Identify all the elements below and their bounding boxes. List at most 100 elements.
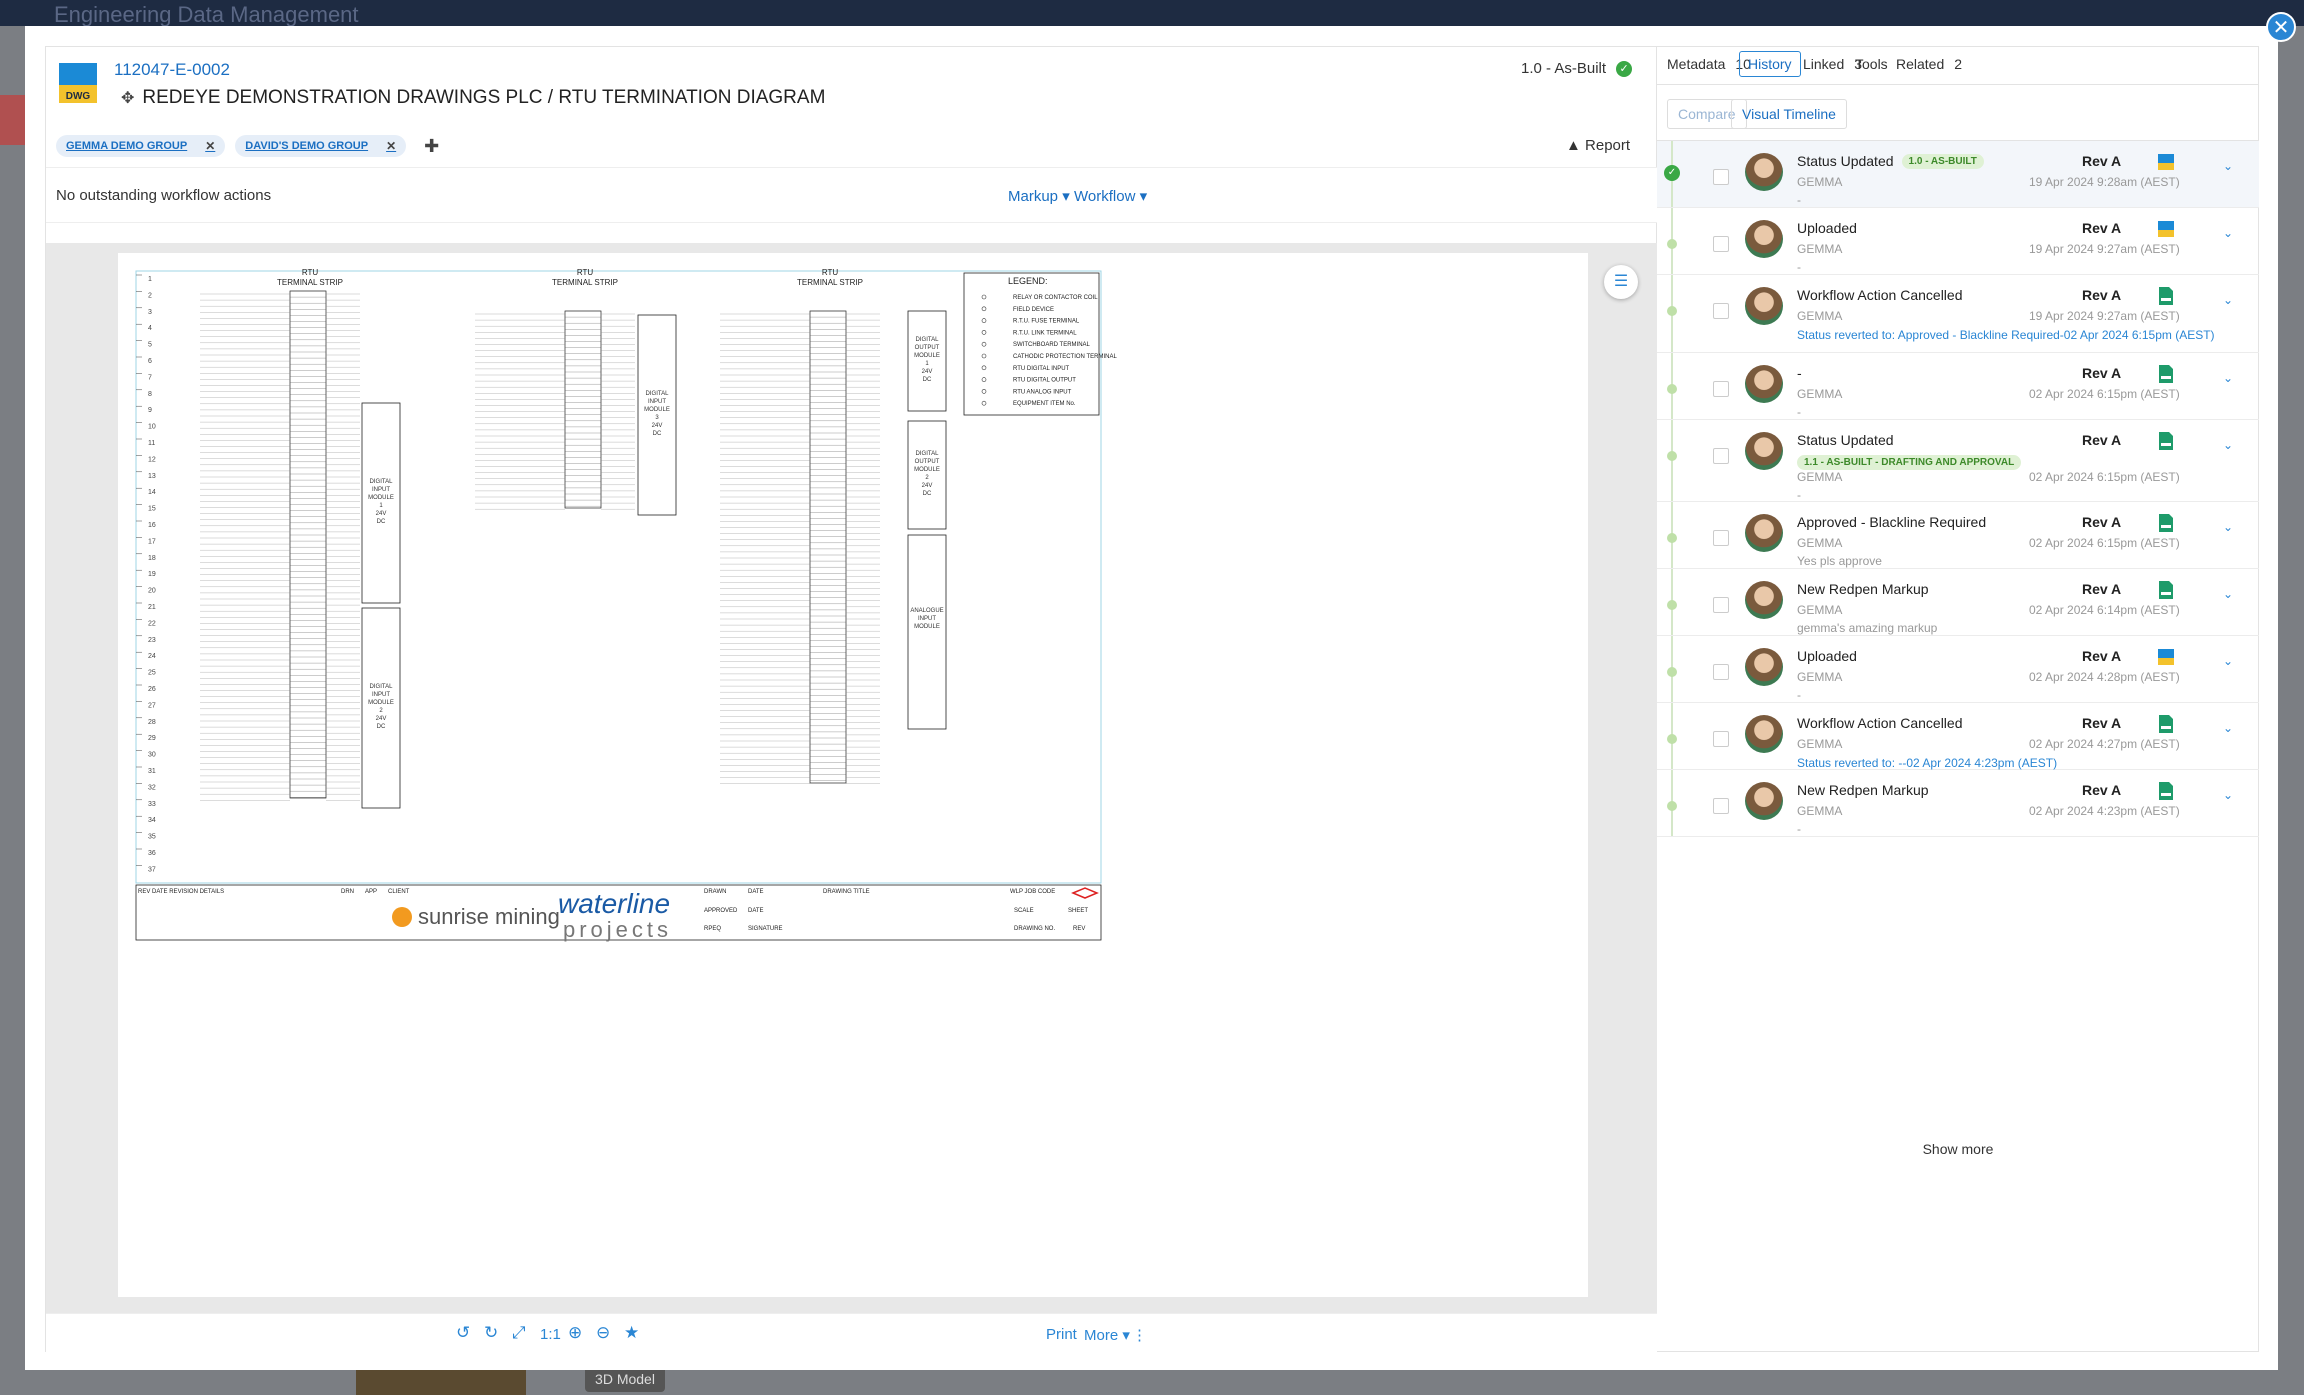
actual-size-button[interactable]: 1:1 <box>540 1326 561 1343</box>
history-checkbox[interactable] <box>1713 597 1729 613</box>
chevron-down-icon[interactable]: ⌄ <box>2223 438 2234 452</box>
more-dropdown[interactable]: More ▾ <box>1084 1327 1130 1344</box>
add-tag-icon[interactable]: ✚ <box>424 135 440 156</box>
visual-timeline-button[interactable]: Visual Timeline <box>1731 99 1847 129</box>
close-icon[interactable]: ✕ <box>386 139 397 153</box>
row-number: 26 <box>148 686 156 693</box>
history-title-text: New Redpen Markup <box>1797 581 1929 597</box>
timeline-dot <box>1667 667 1677 677</box>
status-revert-link[interactable]: Status reverted to: Approved - Blackline… <box>1797 328 2215 342</box>
history-rev: Rev A <box>2082 153 2122 169</box>
legend-symbol <box>981 318 987 323</box>
dwg-file-icon <box>2158 649 2174 665</box>
compare-button[interactable]: Compare <box>1667 99 1747 129</box>
history-title-text: Workflow Action Cancelled <box>1797 287 1963 303</box>
chevron-down-icon[interactable]: ⌄ <box>2223 721 2234 735</box>
history-date: 02 Apr 2024 6:14pm (AEST) <box>2029 603 2180 617</box>
fit-screen-icon[interactable]: ⤢ <box>512 1323 526 1342</box>
legend-item: RTU DIGITAL OUTPUT <box>1013 378 1076 384</box>
history-checkbox[interactable] <box>1713 530 1729 546</box>
avatar <box>1745 782 1783 820</box>
vertical-dots-icon[interactable]: ⋮ <box>1132 1327 1147 1344</box>
document-number-link[interactable]: 112047-E-0002 <box>114 60 230 79</box>
chevron-down-icon[interactable]: ⌄ <box>2223 587 2234 601</box>
report-button[interactable]: ▲ Report <box>1566 137 1630 154</box>
history-checkbox[interactable] <box>1713 664 1729 680</box>
history-date: 02 Apr 2024 4:23pm (AEST) <box>2029 804 2180 818</box>
client-label: CLIENT <box>388 889 410 895</box>
history-user: GEMMA <box>1797 309 1843 323</box>
module-label: DC <box>923 377 932 383</box>
move-icon[interactable]: ✥ <box>121 90 135 107</box>
drawing-canvas[interactable]: 1234567891011121314151617181920212223242… <box>118 253 1588 1297</box>
history-checkbox[interactable] <box>1713 236 1729 252</box>
chevron-down-icon[interactable]: ⌄ <box>2223 159 2234 173</box>
chevron-down-icon[interactable]: ⌄ <box>2223 371 2234 385</box>
history-checkbox[interactable] <box>1713 798 1729 814</box>
markup-dropdown[interactable]: Markup ▾ <box>1008 187 1070 205</box>
chevron-down-icon[interactable]: ⌄ <box>2223 293 2234 307</box>
history-note: - <box>1797 688 1801 702</box>
history-checkbox[interactable] <box>1713 448 1729 464</box>
star-icon[interactable]: ★ <box>624 1323 640 1342</box>
chevron-down-icon[interactable]: ⌄ <box>2223 788 2234 802</box>
history-checkbox[interactable] <box>1713 731 1729 747</box>
zoom-in-icon[interactable]: ⊕ <box>568 1323 583 1342</box>
close-modal-button[interactable]: ✕ <box>2266 12 2296 42</box>
history-note: - <box>1797 822 1801 836</box>
tag-chip[interactable]: GEMMA DEMO GROUP✕ <box>56 135 226 157</box>
module-box <box>361 402 401 604</box>
legend-symbol <box>981 341 987 347</box>
legend-symbol <box>981 377 987 382</box>
rotate-right-icon[interactable]: ↻ <box>484 1323 499 1342</box>
chevron-down-icon[interactable]: ⌄ <box>2223 520 2234 534</box>
rotate-left-icon[interactable]: ↺ <box>456 1323 471 1342</box>
status-revert-link[interactable]: Status reverted to: --02 Apr 2024 4:23pm… <box>1797 756 2058 770</box>
workflow-dropdown[interactable]: Workflow ▾ <box>1074 187 1147 205</box>
check-circle-icon: ✓ <box>1664 165 1680 181</box>
chevron-down-icon[interactable]: ⌄ <box>2223 226 2234 240</box>
avatar <box>1745 514 1783 552</box>
timeline-dot <box>1667 239 1677 249</box>
legend-symbol <box>981 365 987 371</box>
document-title-text: REDEYE DEMONSTRATION DRAWINGS PLC / RTU … <box>142 87 826 108</box>
dwg-file-icon <box>2158 154 2174 170</box>
viewer-toolbar: ↺ ↻ ⤢ 1:1 ⊕ ⊖ ★ Print More ▾ ⋮ <box>46 1313 1658 1353</box>
list-icon[interactable]: ☰ <box>1604 265 1638 299</box>
tab-history[interactable]: History <box>1739 51 1801 77</box>
close-icon[interactable]: ✕ <box>205 139 216 153</box>
row-number: 19 <box>148 571 156 578</box>
history-user: GEMMA <box>1797 670 1843 684</box>
zoom-out-icon[interactable]: ⊖ <box>596 1323 611 1342</box>
history-rev: Rev A <box>2082 514 2122 530</box>
print-button[interactable]: Print <box>1046 1326 1077 1343</box>
history-checkbox[interactable] <box>1713 303 1729 319</box>
history-checkbox[interactable] <box>1713 381 1729 397</box>
pdf-file-icon <box>2159 715 2173 733</box>
chevron-down-icon[interactable]: ⌄ <box>2223 654 2234 668</box>
title-block-field: DATE <box>748 908 764 914</box>
show-more-button[interactable]: Show more <box>1922 1141 1994 1157</box>
history-checkbox[interactable] <box>1713 169 1729 185</box>
tag-chip[interactable]: DAVID'S DEMO GROUP✕ <box>235 135 407 157</box>
module-label: INPUT <box>918 616 936 622</box>
history-user: GEMMA <box>1797 387 1843 401</box>
tab-tools[interactable]: Tools <box>1855 56 1888 72</box>
legend-symbol <box>981 306 987 312</box>
